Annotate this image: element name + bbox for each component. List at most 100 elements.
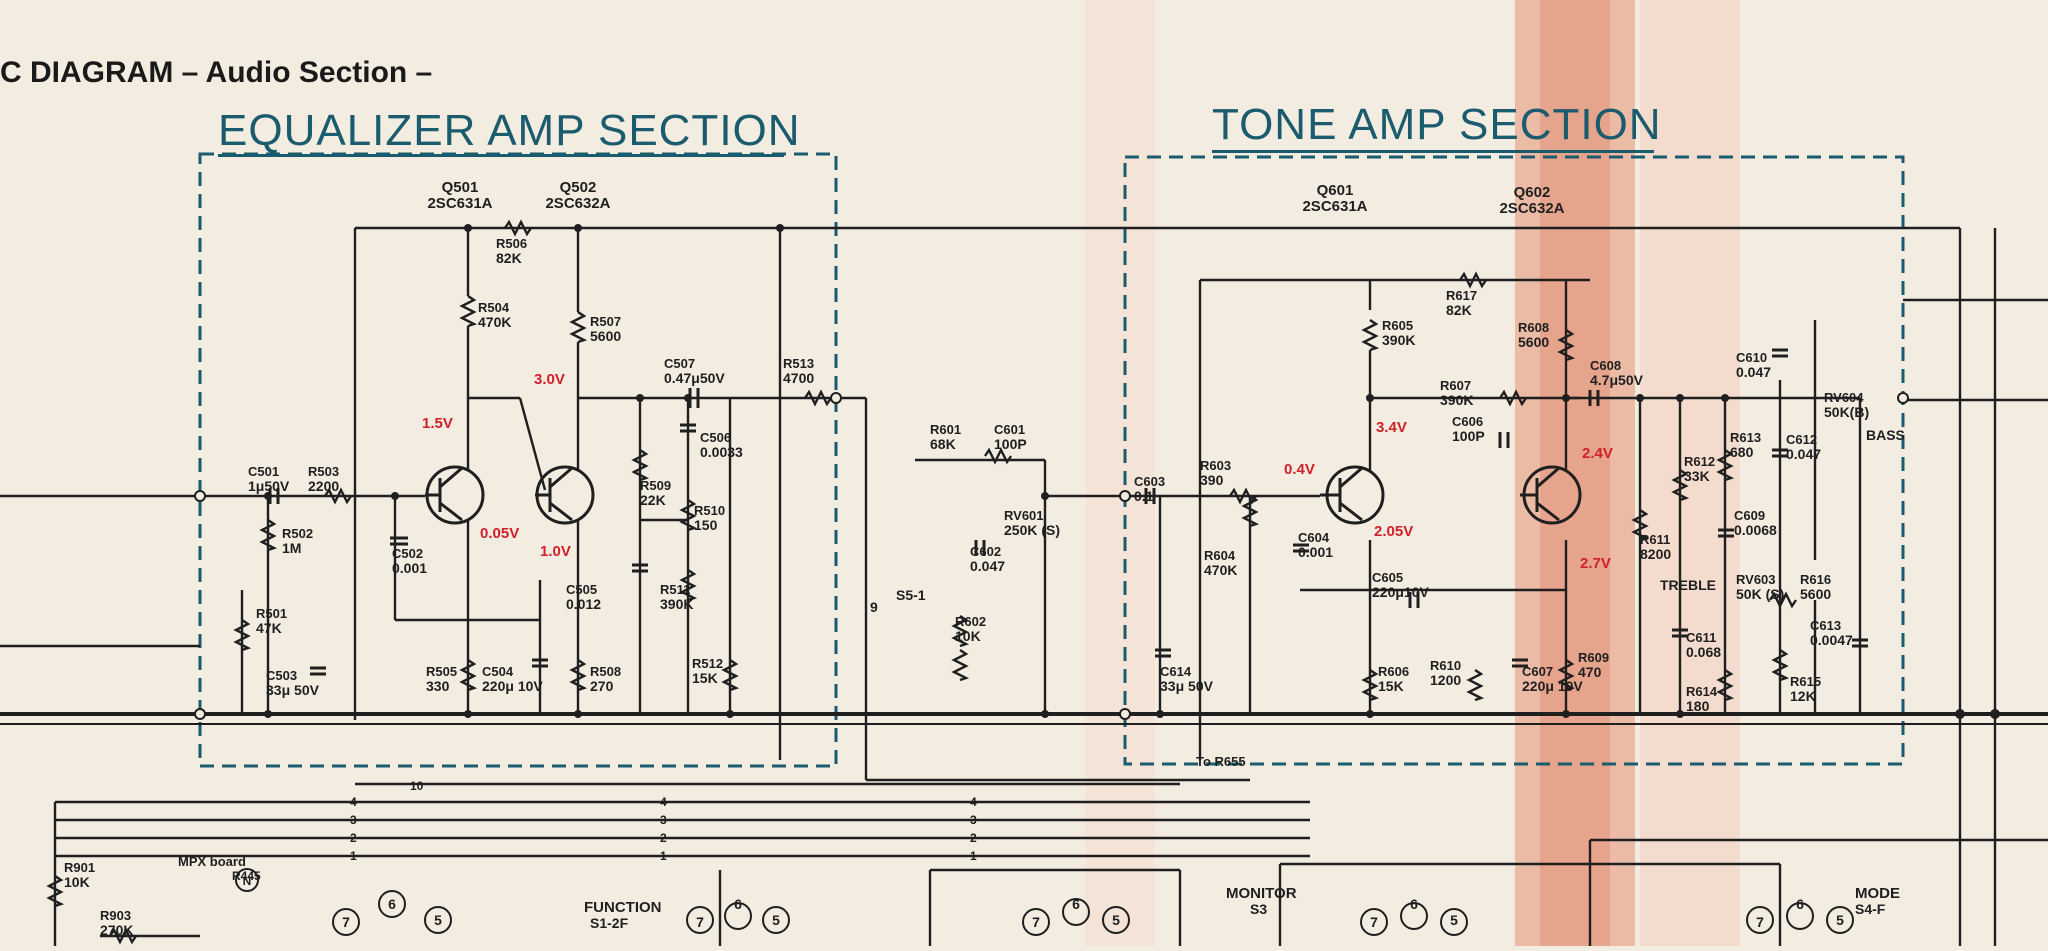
transistor-id: Q502 — [560, 179, 597, 196]
transistors — [425, 465, 1582, 525]
pin-circles — [235, 868, 1854, 936]
tone-title-underline — [1212, 150, 1654, 153]
pin-number: 6 — [1796, 896, 1804, 912]
function-switch-label: S1-2F — [590, 915, 629, 931]
voltage-reading: 1.5V — [422, 415, 453, 432]
component-id: R509 — [640, 478, 671, 493]
component-id: C612 — [1786, 432, 1817, 447]
component-value: 33K — [1684, 468, 1710, 484]
component-value: 10K — [64, 874, 90, 890]
component-value: 0.47μ50V — [664, 370, 725, 386]
component-value: 390K — [660, 596, 693, 612]
component-value: 150 — [694, 517, 718, 533]
tone-section-border — [1123, 155, 1905, 766]
component-id: R512 — [692, 656, 723, 671]
component-value: 470 — [1578, 664, 1602, 680]
bus-wire-number: 4 — [660, 795, 667, 809]
component-value: 390K — [1440, 392, 1473, 408]
component-value: 22K — [640, 492, 666, 508]
component-value: 5600 — [1518, 334, 1549, 350]
pin-number: 6 — [734, 896, 742, 912]
s5-label: S5-1 — [896, 587, 926, 603]
component-id: R501 — [256, 606, 287, 621]
component-id: R608 — [1518, 320, 1549, 335]
bus-wire-number: 4 — [970, 795, 977, 809]
component-id: R610 — [1430, 658, 1461, 673]
component-id: C605 — [1372, 570, 1403, 585]
component-value: 0.068 — [1686, 644, 1721, 660]
component-id: R615 — [1790, 674, 1821, 689]
component-id: R505 — [426, 664, 457, 679]
component-value: 15K — [1378, 678, 1404, 694]
bus-wire-number: 2 — [660, 831, 667, 845]
pin-number: 5 — [1112, 912, 1120, 928]
voltage-reading: 0.4V — [1284, 461, 1315, 478]
component-value: 82K — [1446, 302, 1472, 318]
component-id: R606 — [1378, 664, 1409, 679]
component-id: C505 — [566, 582, 597, 597]
bus-wire-number: 3 — [660, 813, 667, 827]
component-id: C501 — [248, 464, 279, 479]
component-id: R508 — [590, 664, 621, 679]
component-value: 5600 — [1800, 586, 1831, 602]
component-id: R507 — [590, 314, 621, 329]
transistor-part: 2SC631A — [427, 195, 492, 212]
pin-number: 6 — [1410, 896, 1418, 912]
component-id: C607 — [1522, 664, 1553, 679]
component-id: R502 — [282, 526, 313, 541]
component-id: C602 — [970, 544, 1001, 559]
component-id: C506 — [700, 430, 731, 445]
voltage-reading: 3.0V — [534, 371, 565, 388]
component-id: C502 — [392, 546, 423, 561]
terminals — [194, 392, 1909, 720]
component-id: R605 — [1382, 318, 1413, 333]
wire-9-label: 9 — [870, 599, 878, 615]
component-id: R504 — [478, 300, 510, 315]
component-id: C603 — [1134, 474, 1165, 489]
component-value: 0.012 — [566, 596, 601, 612]
component-id: R612 — [1684, 454, 1715, 469]
component-value: 1M — [282, 540, 301, 556]
component-id: C503 — [266, 668, 297, 683]
pin-number: 7 — [1756, 914, 1764, 930]
component-id: RV603 — [1736, 572, 1776, 587]
component-value: 0.0047 — [1810, 632, 1853, 648]
transistor-part: 2SC632A — [1499, 200, 1564, 217]
component-value: 8200 — [1640, 546, 1671, 562]
component-value: 68K — [930, 436, 956, 452]
component-id: C601 — [994, 422, 1025, 437]
component-value: 270 — [590, 678, 614, 694]
component-value: 220μ 10V — [1522, 678, 1583, 694]
component-value: 12K — [1790, 688, 1816, 704]
transistor-id: Q602 — [1514, 184, 1551, 201]
component-value: 0.047 — [1736, 364, 1771, 380]
monitor-switch-label: S3 — [1250, 901, 1267, 917]
component-value: 0.0068 — [1734, 522, 1777, 538]
component-value: 1μ50V — [248, 478, 290, 494]
component-value: 470K — [1204, 562, 1237, 578]
component-id: R601 — [930, 422, 961, 437]
junction-dots — [264, 224, 2000, 719]
to-r655-label: To R655 — [1196, 754, 1246, 769]
function-label: FUNCTION — [584, 899, 662, 916]
component-id: R613 — [1730, 430, 1761, 445]
bus-wire-number: 3 — [350, 813, 357, 827]
component-value: 10K — [955, 628, 981, 644]
component-id: C507 — [664, 356, 695, 371]
r445-label: R445 — [232, 869, 261, 883]
component-id: C608 — [1590, 358, 1621, 373]
pin-number: 7 — [1370, 914, 1378, 930]
component-value: 0.1 — [1134, 488, 1154, 504]
equalizer-title-underline — [218, 154, 784, 157]
component-value: 180 — [1686, 698, 1710, 714]
component-value: 220μ10V — [1372, 584, 1429, 600]
mode-label: MODE — [1855, 885, 1900, 902]
component-value: 250K (S) — [1004, 522, 1060, 538]
n-pin-label: N — [243, 874, 252, 888]
component-id: R604 — [1204, 548, 1236, 563]
component-id: C609 — [1734, 508, 1765, 523]
page-title: C DIAGRAM – Audio Section – — [0, 56, 433, 89]
bus-wire-number: 2 — [350, 831, 357, 845]
component-value: 0.047 — [970, 558, 1005, 574]
transistor-id: Q601 — [1317, 182, 1354, 199]
